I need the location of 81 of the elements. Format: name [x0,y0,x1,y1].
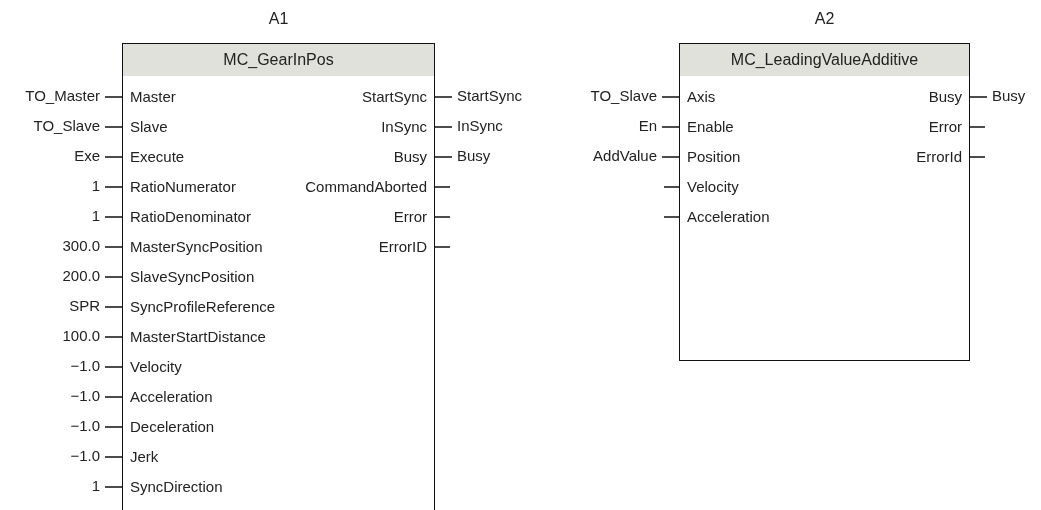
input-pin-label: MasterSyncPosition [130,237,263,257]
connection-line [104,336,124,338]
variable-label: Exe [74,148,100,164]
connection-line [104,276,124,278]
block-title: MC_GearInPos [123,44,434,76]
connection-line [104,486,124,488]
variable-label: TO_Master [25,88,100,104]
output-pin-label: Busy [393,147,427,167]
input-pin-label: Acceleration [130,387,213,407]
output-pin-label: Busy [928,87,962,107]
output-pin-label: StartSync [361,87,427,107]
input-pin-label: MasterStartDistance [130,327,266,347]
output-pin-label: Error [393,207,427,227]
connection-line [104,306,124,308]
block-title: MC_LeadingValueAdditive [680,44,969,76]
connection-line [104,396,124,398]
input-pin-label: Position [687,147,741,167]
variable-label: Busy [457,148,491,164]
variable-label: En [638,118,657,134]
variable-label: −1.0 [70,388,100,404]
connection-line [663,186,681,188]
connection-line [968,126,986,128]
variable-label: 100.0 [62,328,100,344]
connection-line [104,126,124,128]
input-pin-label: Acceleration [687,207,770,227]
output-pin-label: Error [928,117,962,137]
variable-label: 1 [91,178,100,194]
input-pin-label: SyncDirection [130,477,223,497]
input-pin-label: Master [130,87,176,107]
connection-line [661,156,681,158]
input-pin-label: RatioDenominator [130,207,251,227]
instance-name: A1 [268,10,289,27]
connection-line [661,96,681,98]
input-pin-label: Axis [687,87,716,107]
variable-label: TO_Slave [590,88,657,104]
variable-label: AddValue [593,148,657,164]
output-pin-label: ErrorID [378,237,427,257]
connection-line [433,216,451,218]
input-pin-label: Execute [130,147,185,167]
input-pin-label: Velocity [130,357,182,377]
connection-line [104,426,124,428]
variable-label: 1 [91,478,100,494]
connection-line [968,96,988,98]
connection-line [104,456,124,458]
input-pin-label: Enable [687,117,734,137]
connection-line [968,156,986,158]
connection-line [104,366,124,368]
variable-label: −1.0 [70,448,100,464]
output-pin-label: CommandAborted [305,177,427,197]
variable-label: 300.0 [62,238,100,254]
connection-line [104,96,124,98]
instance-name: A2 [814,10,835,27]
connection-line [433,186,451,188]
variable-label: InSync [457,118,503,134]
variable-label: Busy [992,88,1026,104]
connection-line [661,126,681,128]
variable-label: TO_Slave [33,118,100,134]
connection-line [104,186,124,188]
output-pin-label: InSync [381,117,427,137]
input-pin-label: RatioNumerator [130,177,236,197]
connection-line [104,156,124,158]
input-pin-label: Slave [130,117,168,137]
variable-label: SPR [69,298,100,314]
connection-line [663,216,681,218]
input-pin-label: Velocity [687,177,739,197]
input-pin-label: Deceleration [130,417,215,437]
variable-label: StartSync [457,88,523,104]
input-pin-label: Jerk [130,447,159,467]
variable-label: 1 [91,208,100,224]
connection-line [104,216,124,218]
connection-line [433,96,453,98]
variable-label: −1.0 [70,358,100,374]
input-pin-label: SyncProfileReference [130,297,276,317]
connection-line [433,156,453,158]
variable-label: 200.0 [62,268,100,284]
connection-line [433,246,451,248]
input-pin-label: SlaveSyncPosition [130,267,255,287]
output-pin-label: ErrorId [916,147,962,167]
variable-label: −1.0 [70,418,100,434]
connection-line [104,246,124,248]
connection-line [433,126,453,128]
